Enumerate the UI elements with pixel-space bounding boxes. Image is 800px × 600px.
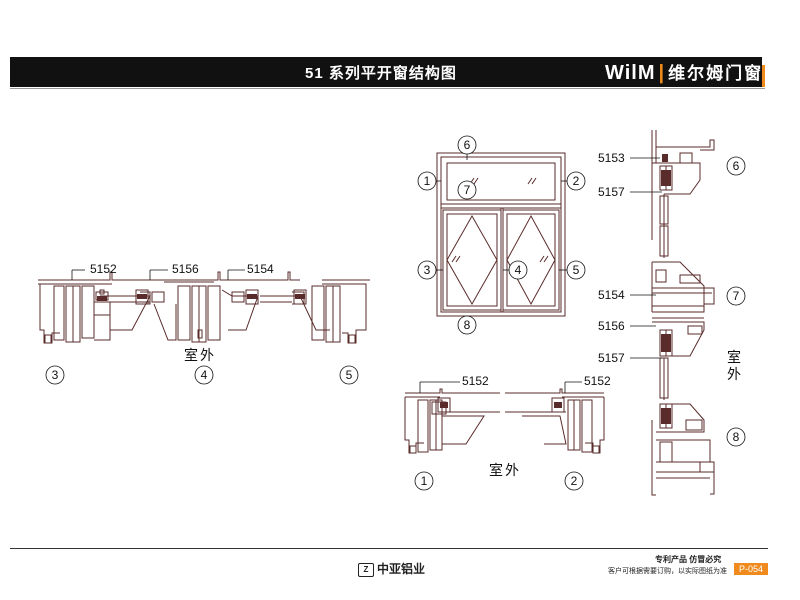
- profile-label-5153: 5153: [598, 151, 625, 165]
- profile-label-5154: 5154: [247, 262, 274, 276]
- section-6-7-8: [651, 130, 715, 496]
- profile-label-5156: 5156: [598, 319, 625, 333]
- callout-4: 4: [515, 263, 522, 277]
- accent-stripe: [762, 65, 765, 87]
- brand-logo: WilM|维尔姆门窗: [605, 59, 763, 85]
- header-underline: [10, 88, 765, 89]
- section-1-2: [404, 388, 605, 454]
- callout-5: 5: [346, 368, 353, 382]
- callout-4: 4: [201, 368, 208, 382]
- callout-3: 3: [424, 263, 431, 277]
- order-note: 客户可根据需要订购，以实际图纸为准: [608, 568, 727, 575]
- callout-circle-5-section: [339, 365, 359, 385]
- callout-circle-1-section: [414, 471, 434, 491]
- callout-7: 7: [464, 183, 471, 197]
- window-elevation: [436, 152, 566, 317]
- callout-circle-6-section: [726, 156, 746, 176]
- profile-label-5157: 5157: [598, 351, 625, 365]
- callout-6: 6: [733, 159, 740, 173]
- brand-latin: WilM: [605, 62, 656, 84]
- callout-3: 3: [52, 368, 59, 382]
- outdoor-label-vertical-1: 室: [727, 349, 743, 365]
- profile-label-5152: 5152: [90, 262, 117, 276]
- brand-separator: |: [658, 62, 666, 84]
- company-mark-icon: Z: [358, 562, 374, 577]
- page-title: 51 系列平开窗结构图: [305, 65, 457, 82]
- header-bar: [10, 57, 762, 87]
- company-name: 中亚铝业: [377, 562, 426, 576]
- callout-8: 8: [464, 318, 471, 332]
- profile-label-5157: 5157: [598, 185, 625, 199]
- callout-2: 2: [571, 474, 578, 488]
- page-number-badge: P-054: [734, 563, 768, 575]
- profile-label-5152: 5152: [462, 374, 489, 388]
- callout-5: 5: [573, 263, 580, 277]
- callout-circle-4-section: [194, 365, 214, 385]
- callout-1: 1: [424, 174, 431, 188]
- callout-7: 7: [733, 289, 740, 303]
- callout-circle-7-section: [726, 286, 746, 306]
- callout-2: 2: [573, 174, 580, 188]
- callout-circle-3-section: [45, 365, 65, 385]
- brand-chinese: 维尔姆门窗: [668, 64, 764, 83]
- callout-8: 8: [733, 430, 740, 444]
- callout-circle-8-section: [726, 427, 746, 447]
- outdoor-label: 室外: [489, 462, 521, 478]
- profile-label-5154: 5154: [598, 288, 625, 302]
- callout-1: 1: [421, 474, 428, 488]
- footer-line: [10, 548, 768, 549]
- profile-label-5152: 5152: [584, 374, 611, 388]
- patent-notice: 专利产品 仿冒必究: [655, 555, 722, 564]
- callout-6: 6: [464, 138, 471, 152]
- callout-circle-2-section: [564, 471, 584, 491]
- profile-label-5156: 5156: [172, 262, 199, 276]
- section-3-4-5: [38, 271, 370, 344]
- outdoor-label-vertical-2: 外: [727, 366, 743, 382]
- callout-circle-8-elevation: [457, 315, 477, 335]
- outdoor-label: 室外: [184, 347, 216, 363]
- callout-circle-7-elevation: [457, 180, 477, 200]
